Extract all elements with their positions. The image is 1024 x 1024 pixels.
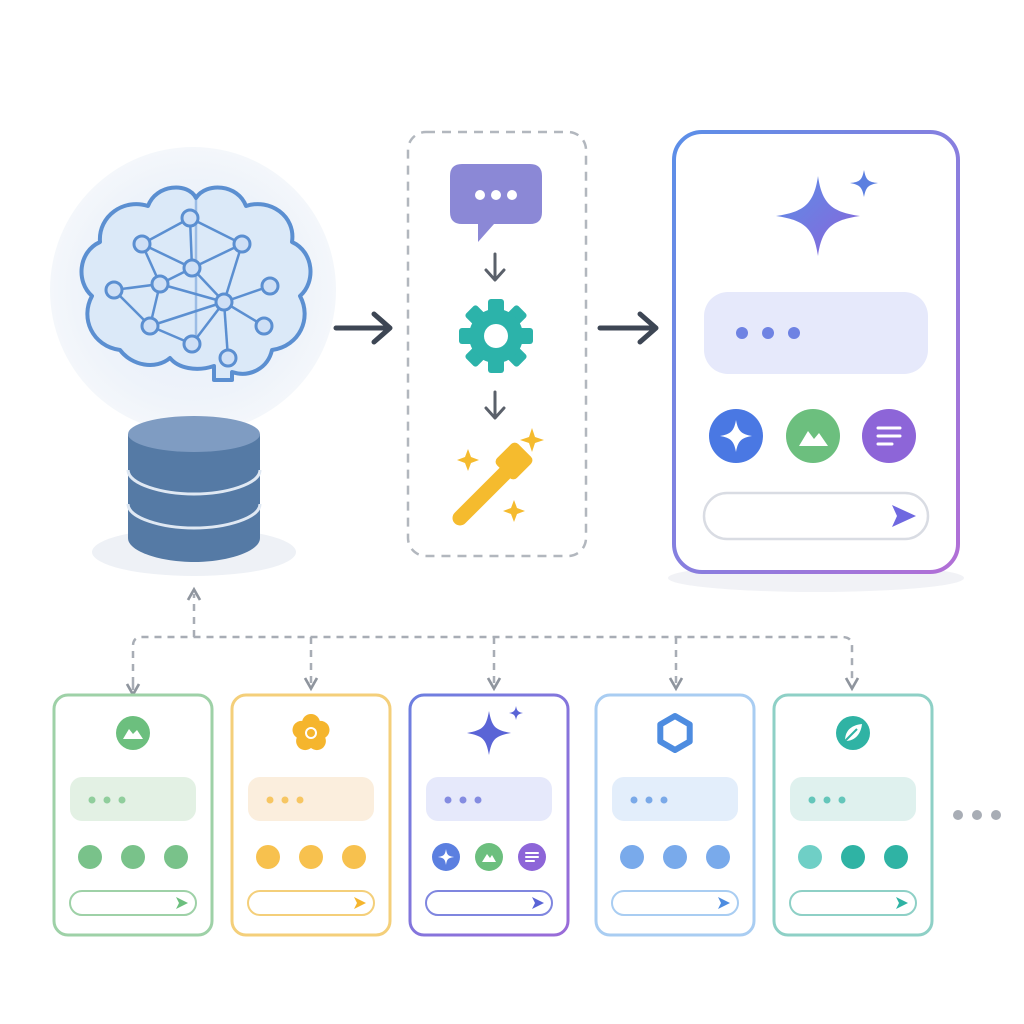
typing-dot [788,327,800,339]
variant-action-button[interactable] [663,845,687,869]
variant-send-field[interactable] [425,890,553,916]
typing-dot [660,796,668,804]
variant-prompt-field[interactable] [612,777,738,821]
variant-action-button[interactable] [299,845,323,869]
typing-dot [266,796,274,804]
database-icon [126,416,262,562]
leaf-icon [836,716,870,750]
sparkle-icon [776,176,860,256]
variant-action-button[interactable] [620,845,644,869]
variant-prompt-field[interactable] [790,777,916,821]
send-icon[interactable] [176,897,188,909]
typing-dot [808,796,816,804]
process-frame [406,130,588,558]
typing-dot [823,796,831,804]
typing-dot [762,327,774,339]
variant-action-button[interactable] [78,845,102,869]
typing-dot [88,796,96,804]
flower-icon [292,714,330,751]
typing-dot [736,327,748,339]
variant-action-button[interactable] [706,845,730,869]
sparkle-icon [467,706,523,755]
mountain-image-icon [116,716,150,750]
typing-dot [296,796,304,804]
down-arrow-icon [484,390,506,420]
variant-action-button[interactable] [342,845,366,869]
action-image-button[interactable] [786,409,840,463]
variant-send-field[interactable] [789,890,917,916]
flow-arrow-1 [333,311,393,345]
gear-icon [459,299,533,373]
variant-card-blue-purple [408,693,570,937]
variant-prompt-field[interactable] [70,777,196,821]
variant-prompt-field[interactable] [426,777,552,821]
brain-network-icon [79,185,313,382]
flow-arrow-2 [597,311,659,345]
sparkle-icon [438,849,454,865]
variant-action-button[interactable] [841,845,865,869]
send-icon[interactable] [532,897,544,909]
action-text-button[interactable] [862,409,916,463]
typing-dot [459,796,467,804]
typing-dot [645,796,653,804]
send-icon[interactable] [718,897,730,909]
process-group [406,130,588,558]
output-send-field[interactable] [702,491,930,541]
variant-action-button[interactable] [256,845,280,869]
variant-send-field[interactable] [69,890,197,916]
source-group [50,147,336,576]
variant-card-green [52,693,214,937]
output-prompt-field[interactable] [704,292,928,374]
ellipsis-icon [953,810,1001,820]
send-icon[interactable] [892,505,916,527]
typing-dot [103,796,111,804]
action-sparkle-button[interactable] [709,409,763,463]
output-card [668,130,964,592]
variant-card-teal [772,693,934,937]
text-lines-icon [525,852,539,862]
variant-prompt-field[interactable] [248,777,374,821]
send-icon[interactable] [354,897,366,909]
typing-dot [281,796,289,804]
variant-send-field[interactable] [611,890,739,916]
variant-card-light-blue [594,693,756,937]
send-icon[interactable] [896,897,908,909]
variant-send-field[interactable] [247,890,375,916]
hexagon-icon [657,713,693,753]
typing-dot [444,796,452,804]
typing-dot [838,796,846,804]
down-arrow-icon [484,252,506,282]
typing-dot [474,796,482,804]
typing-dot [630,796,638,804]
connector-tree [125,586,860,698]
small-sparkle-icon [850,170,878,197]
image-icon [482,854,496,862]
variant-action-button[interactable] [798,845,822,869]
magic-wand-icon [452,428,544,526]
chat-bubble-icon [450,164,542,242]
variants-row [52,693,934,937]
typing-dot [118,796,126,804]
variant-action-button[interactable] [164,845,188,869]
variant-action-button[interactable] [121,845,145,869]
variant-card-orange [230,693,392,937]
variant-action-button[interactable] [884,845,908,869]
